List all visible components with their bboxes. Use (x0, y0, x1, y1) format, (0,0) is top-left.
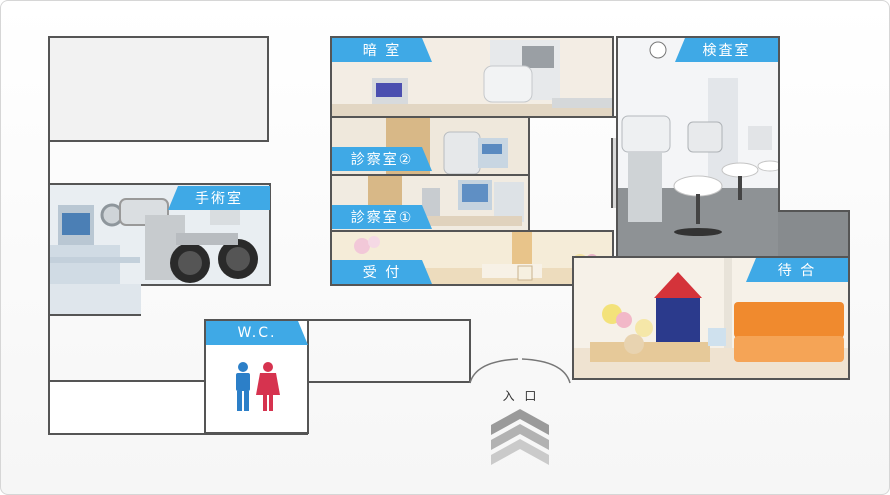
exam-room-1-label: 診察室① (332, 205, 432, 229)
wc-label: W.C. (206, 321, 308, 345)
surgery-photo (50, 185, 269, 284)
restroom-icon (236, 362, 280, 411)
dark-room-label: 暗 室 (332, 38, 432, 62)
corridor-wall-bottom-left (48, 314, 50, 381)
waiting-room[interactable] (572, 256, 850, 380)
inspection-right-extension (778, 210, 850, 258)
surgery-label: 手術室 (168, 186, 270, 210)
surgery-room[interactable] (48, 183, 271, 286)
reception-label: 受 付 (332, 260, 432, 284)
exam-room-2-label: 診察室② (332, 147, 432, 171)
entrance-doors (469, 358, 571, 384)
waiting-room-photo (574, 258, 848, 378)
entrance-arrow-icon (491, 409, 549, 465)
male-icon (236, 362, 250, 411)
entrance-label: 入 口 (502, 389, 540, 403)
female-icon (256, 362, 280, 411)
inspection-room-photo (618, 38, 778, 256)
middle-lower-room-right (469, 319, 471, 383)
inspection-room-label: 検査室 (675, 38, 778, 62)
connector-wall-3 (611, 138, 617, 208)
left-wall (48, 140, 50, 183)
connector-wall-1 (528, 116, 530, 232)
surgery-lower-left (48, 284, 141, 316)
waiting-room-label: 待 合 (746, 258, 848, 282)
storage-room (48, 36, 269, 142)
inspection-room[interactable] (616, 36, 780, 258)
connector-wall-2 (588, 116, 616, 118)
middle-lower-room-wall (307, 319, 471, 321)
middle-lower-room-bottom (307, 381, 471, 383)
